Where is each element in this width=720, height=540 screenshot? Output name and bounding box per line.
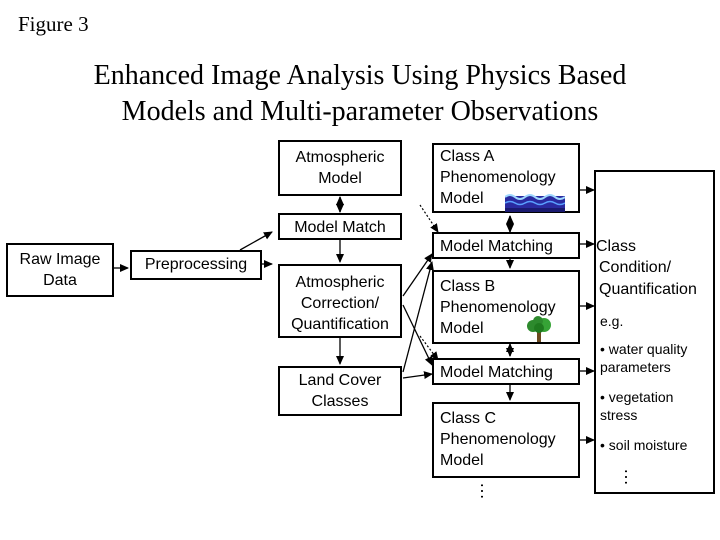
class-b-label-1: Class B <box>440 278 496 295</box>
arrow-correction-to-matching-1 <box>402 253 433 297</box>
panel-eg: e.g. <box>600 313 624 329</box>
class-b-label-3: Model <box>440 320 484 337</box>
arrow-preprocessing-to-model-match <box>239 231 273 251</box>
class-a-label-2: Phenomenology <box>440 169 556 186</box>
tree-icon <box>527 316 551 342</box>
class-a-label-3: Model <box>440 190 484 207</box>
class-c-label-1: Class C <box>440 410 497 427</box>
class-b-box <box>432 270 580 344</box>
model-match-label: Model Match <box>294 219 386 236</box>
model-matching-1-label: Model Matching <box>440 238 553 255</box>
arrow-land-cover-to-matching-2 <box>402 371 433 380</box>
title-line-1: Enhanced Image Analysis Using Physics Ba… <box>93 60 627 91</box>
preprocessing-box <box>130 250 262 280</box>
title-line-2: Models and Multi-parameter Observations <box>121 96 599 127</box>
class-condition-panel <box>594 170 715 494</box>
panel-item-1-line-1: • water quality <box>600 341 688 357</box>
atmospheric-correction-label-3: Quantification <box>291 316 389 333</box>
model-matching-2-label: Model Matching <box>440 364 553 381</box>
panel-item-1-line-2: parameters <box>600 359 671 375</box>
raw-image-data-box <box>6 243 114 297</box>
model-matching-1-box <box>432 232 580 259</box>
atmospheric-model-box <box>278 140 402 196</box>
atmospheric-model-label-1: Atmospheric <box>295 149 385 166</box>
panel-heading-1: Class <box>596 238 637 255</box>
class-a-label-1: Class A <box>440 148 495 165</box>
class-list-ellipsis: … <box>477 482 497 500</box>
water-icon <box>505 188 565 212</box>
model-matching-2-box <box>432 358 580 385</box>
atmospheric-correction-label-2: Correction/ <box>300 295 380 312</box>
panel-heading-2: Condition/ <box>599 259 672 276</box>
class-c-label-3: Model <box>440 452 484 469</box>
panel-item-3-line-1: • soil moisture <box>600 437 688 453</box>
panel-item-2-line-1: • vegetation <box>600 389 674 405</box>
preprocessing-label: Preprocessing <box>144 256 248 273</box>
dotted-link-class-b <box>419 335 439 361</box>
raw-image-label-1: Raw Image <box>19 251 101 268</box>
atmospheric-correction-label-1: Atmospheric <box>295 274 385 291</box>
figure-label: Figure 3 <box>18 12 89 36</box>
panel-item-2-line-2: stress <box>600 407 638 423</box>
land-cover-label-2: Classes <box>311 393 369 410</box>
raw-image-label-2: Data <box>43 272 77 289</box>
arrow-correction-to-matching-2 <box>402 304 433 366</box>
class-c-label-2: Phenomenology <box>440 431 556 448</box>
panel-ellipsis: … <box>621 468 641 486</box>
class-b-label-2: Phenomenology <box>440 299 556 316</box>
panel-heading-3: Quantification <box>599 281 697 298</box>
arrow-land-cover-to-matching-1 <box>402 261 434 373</box>
land-cover-classes-box <box>278 366 402 416</box>
atmospheric-correction-box <box>278 264 402 338</box>
land-cover-label-1: Land Cover <box>298 372 382 389</box>
class-c-box <box>432 402 580 478</box>
dotted-link-class-a <box>419 204 439 233</box>
atmospheric-model-label-2: Model <box>318 170 362 187</box>
model-match-box <box>278 213 402 240</box>
